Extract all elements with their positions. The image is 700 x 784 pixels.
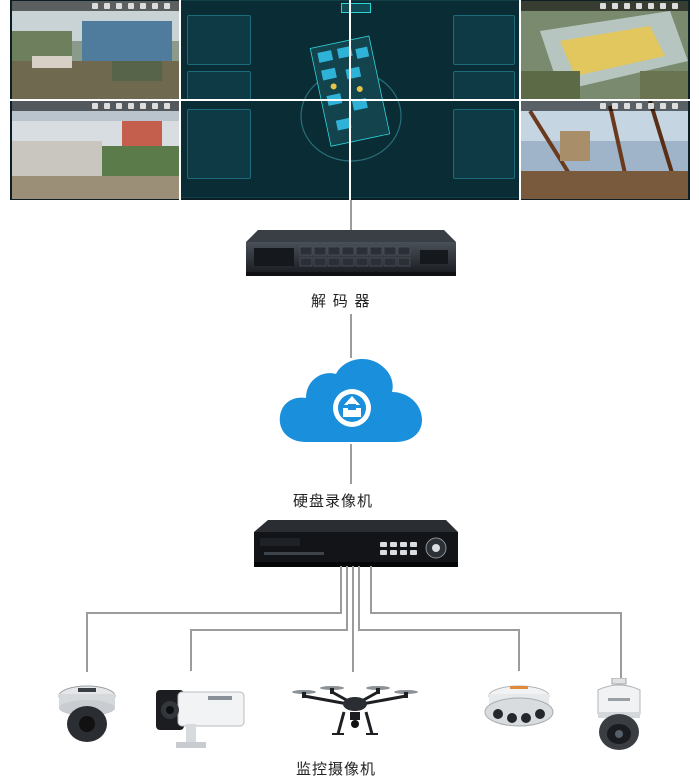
- dashboard-header: [341, 3, 371, 13]
- connector-line: [370, 612, 622, 614]
- dashboard-panel-right-bottom: [453, 109, 515, 179]
- decoder-device: [244, 228, 458, 278]
- wall-seam: [179, 0, 181, 200]
- ptz-speed-dome-icon: [590, 678, 648, 754]
- wall-seam: [349, 0, 351, 200]
- connector-line: [620, 612, 622, 678]
- connector-line: [370, 566, 372, 612]
- connector-line: [86, 612, 342, 614]
- dashboard-panel-left-mid: [187, 71, 251, 101]
- cloud-upload-icon: [276, 350, 426, 446]
- camera-feed-tile[interactable]: [520, 101, 688, 199]
- dashboard-panel-left-bottom: [187, 109, 251, 179]
- bullet-camera-icon: [152, 684, 252, 754]
- connector-line: [358, 566, 360, 630]
- fisheye-camera-icon: [480, 682, 558, 742]
- camera-feed-tile[interactable]: [12, 1, 180, 99]
- wall-seam: [519, 0, 521, 200]
- connector-line: [350, 200, 352, 230]
- connector-line: [340, 566, 342, 612]
- video-wall: [10, 0, 690, 200]
- cameras-label: 监控摄像机: [296, 758, 376, 779]
- camera-feed-tile[interactable]: [520, 1, 688, 99]
- connector-line: [346, 566, 348, 630]
- nvr-label: 硬盘录像机: [293, 490, 373, 511]
- connector-line: [358, 629, 520, 631]
- connector-line: [352, 566, 354, 672]
- connector-line: [190, 629, 348, 631]
- dome-camera-icon: [52, 680, 122, 750]
- nvr-device: [250, 518, 460, 570]
- connector-line: [86, 612, 88, 672]
- decoder-label: 解 码 器: [311, 290, 371, 311]
- site-map-graphic: [261, 21, 441, 171]
- connector-line: [518, 629, 520, 671]
- dashboard-panel-right-mid: [453, 71, 515, 101]
- camera-feed-tile[interactable]: [12, 101, 180, 199]
- connector-line: [190, 629, 192, 671]
- drone-camera-icon: [292, 684, 418, 748]
- dashboard-panel-right-top: [453, 15, 515, 65]
- dashboard-panel-left-top: [187, 15, 251, 65]
- connector-line: [350, 444, 352, 484]
